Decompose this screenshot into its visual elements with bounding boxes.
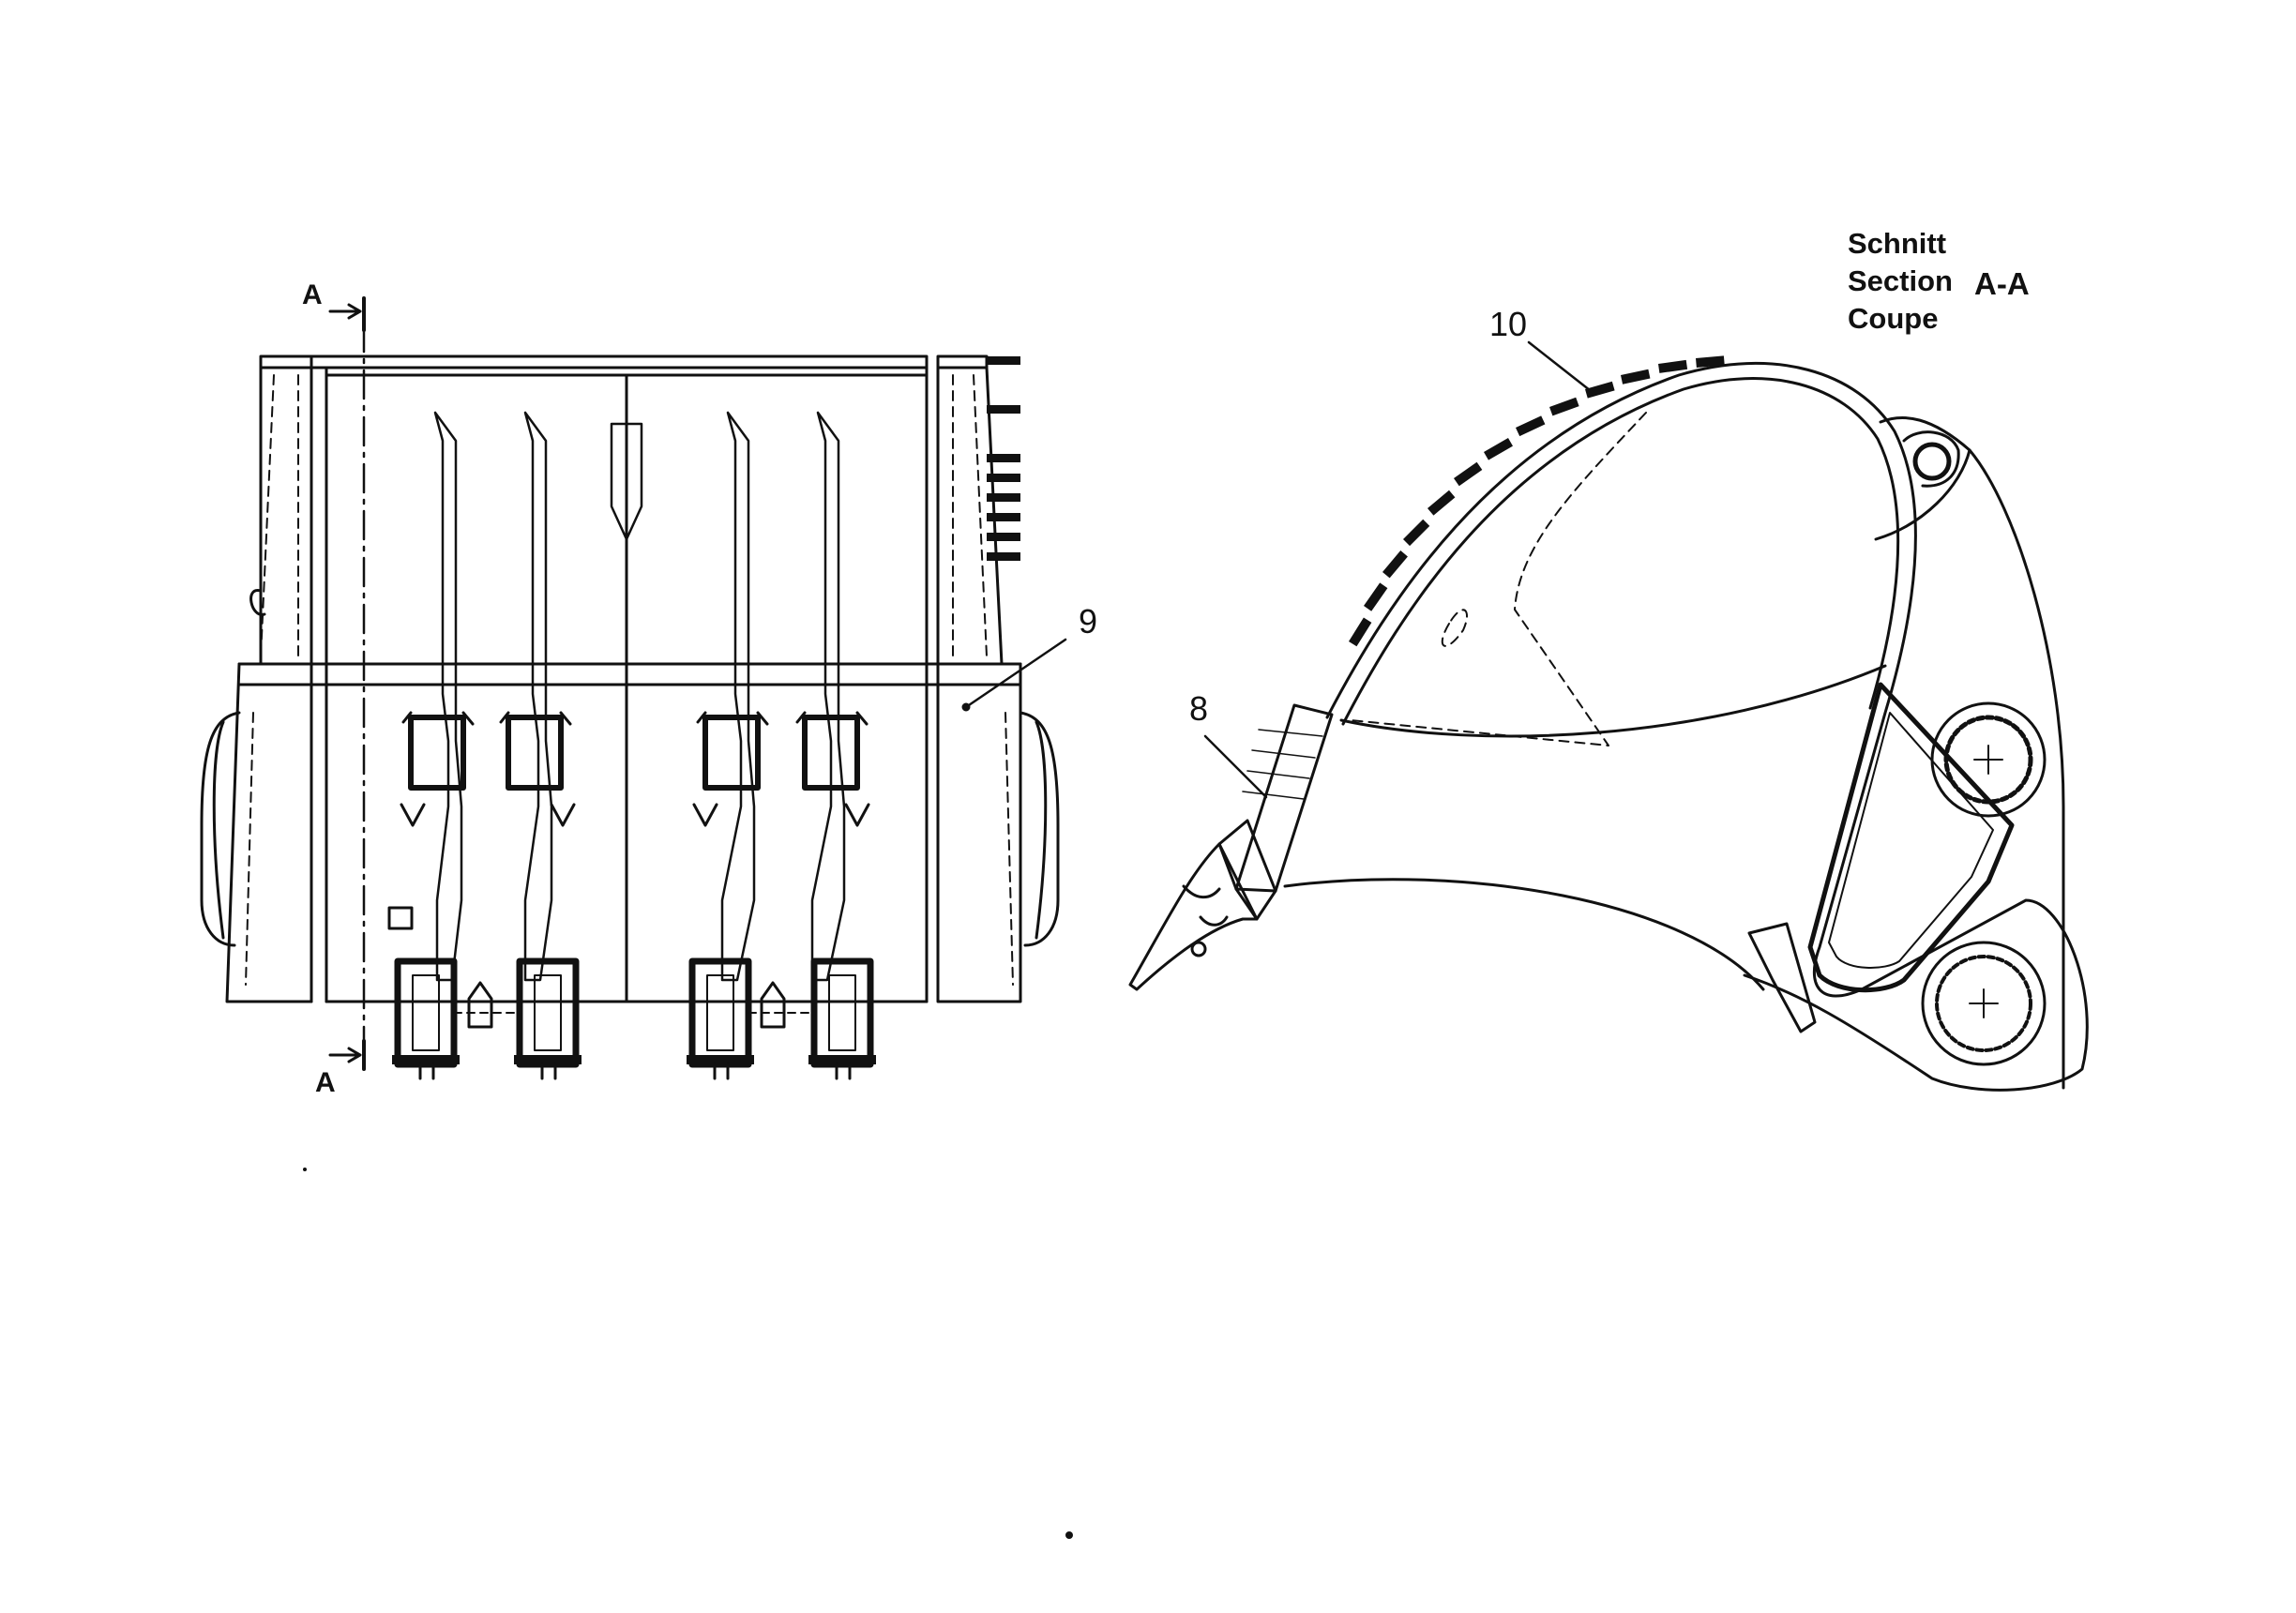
section-word-coupe: Coupe [1848,302,1939,335]
leader-8 [1203,734,1268,799]
cut-arrow-top [328,303,362,320]
tooth [1128,842,1259,991]
lower-pin-boss [1921,941,2047,1066]
heel-skid [1747,922,1817,1033]
upper-pin-boss [1930,701,2047,818]
leader-10 [1527,340,1596,396]
section-code: A-A [1974,266,2030,301]
edge-markers [987,356,1020,561]
back-shell-inner [1341,377,1900,726]
wear-plates [1349,355,1725,647]
right-top-rim [936,354,989,369]
tooth-adapter [1217,819,1277,921]
front-view [200,296,1067,1080]
cut-mark-top: A [302,279,323,310]
right-lug [1019,711,1060,947]
stray-dot [1065,1531,1073,1539]
callout-8: 8 [1189,689,1209,728]
mouth-curve [1339,664,1887,738]
section-word-section: Section [1848,264,1953,297]
cutting-edge [1234,703,1334,893]
floor-curve [1283,878,1765,991]
hidden-reinforcement [1350,412,1647,746]
section-view [1128,340,2089,1092]
side-plate-outline [1879,415,2065,1090]
cut-arrow-bottom [328,1047,362,1063]
front-top-rim [259,354,929,369]
side-plate-hidden-lines [245,374,1014,986]
lifting-eye [1912,442,1952,481]
gusset-frame [1807,682,2015,993]
lower-clamps [387,906,876,1080]
rods [433,373,846,982]
cut-mark-bottom: A [315,1067,336,1098]
left-lug [200,711,241,947]
callout-9: 9 [1079,602,1098,641]
callout-10: 10 [1489,305,1528,343]
leader-9 [964,638,1067,709]
section-word-schnitt: Schnitt [1848,227,1947,260]
upper-clamps [400,711,870,827]
back-shell-outer [1325,361,2089,1092]
